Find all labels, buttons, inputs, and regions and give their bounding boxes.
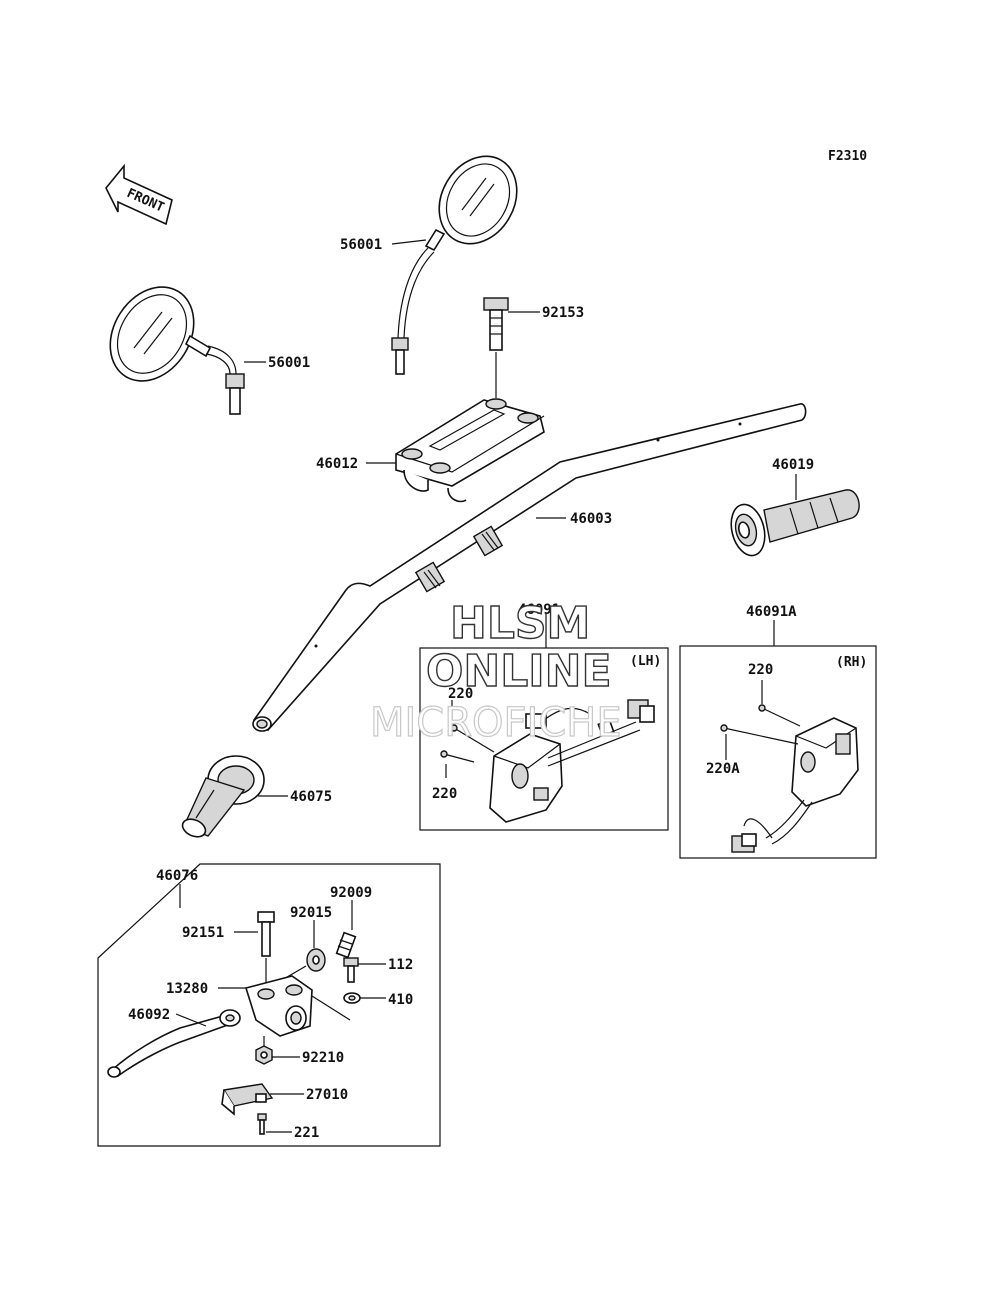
front-arrow-icon: FRONT — [105, 163, 173, 226]
label-washer-410: 410 — [388, 992, 413, 1008]
handlebar-46003 — [252, 403, 807, 732]
switch-27010 — [221, 1083, 274, 1116]
label-switch-lh: 46091 — [518, 602, 560, 618]
label-grip-46075: 46075 — [290, 789, 332, 805]
holder-13280 — [244, 975, 313, 1037]
label-switch-27010: 27010 — [306, 1087, 348, 1103]
grip-46075 — [181, 755, 265, 838]
label-lh-screw-b: 220 — [432, 786, 457, 802]
lh-screws — [440, 700, 495, 778]
mirror-left — [109, 286, 245, 415]
watermark-line2: ONLINE — [426, 646, 612, 697]
label-handlebar-46003: 46003 — [570, 511, 612, 527]
label-holder-13280: 13280 — [166, 981, 208, 997]
label-bolt-92153: 92153 — [542, 305, 584, 321]
label-rh-tag: (RH) — [836, 655, 867, 670]
lever-assy-box — [97, 863, 441, 1147]
label-bolt-112: 112 — [388, 957, 413, 973]
switch-lh — [489, 699, 655, 823]
label-switch-rh: 46091A — [746, 604, 797, 620]
label-part-92015: 92015 — [290, 905, 332, 921]
watermark-line1: HLSM — [450, 598, 590, 649]
watermark: HLSM ONLINE MICROFICHE — [369, 597, 622, 746]
label-rh-screw-b: 220A — [706, 761, 740, 777]
mirror-top — [391, 155, 518, 375]
label-holder-46012: 46012 — [316, 456, 358, 472]
label-lever-assy-46076: 46076 — [156, 868, 198, 884]
grip-46019 — [730, 489, 860, 557]
part-92015 — [306, 948, 326, 972]
part-92009 — [335, 931, 357, 959]
bolt-92151 — [257, 911, 275, 957]
screw-221 — [257, 1113, 267, 1135]
figure-code: F2310 — [828, 149, 867, 164]
label-nut-92210: 92210 — [302, 1050, 344, 1066]
rh-switch-box — [679, 645, 877, 859]
rh-screws — [720, 680, 801, 760]
label-lh-tag: (LH) — [630, 654, 661, 669]
label-mirror-left: 56001 — [268, 355, 310, 371]
label-lever-46092: 46092 — [128, 1007, 170, 1023]
watermark-line3: MICROFICHE — [370, 700, 622, 746]
lh-switch-box — [419, 647, 669, 831]
label-rh-screw-a: 220 — [748, 662, 773, 678]
label-lh-screw-a: 220 — [448, 686, 473, 702]
lever-46092 — [107, 1009, 241, 1078]
label-part-92009: 92009 — [330, 885, 372, 901]
label-mirror-top: 56001 — [340, 237, 382, 253]
switch-rh — [731, 717, 859, 853]
label-bolt-92151: 92151 — [182, 925, 224, 941]
label-grip-46019: 46019 — [772, 457, 814, 473]
handlebar-holder-46012 — [395, 398, 545, 503]
bolt-92153 — [483, 297, 509, 351]
label-screw-221: 221 — [294, 1125, 319, 1141]
bolt-112 — [343, 957, 359, 983]
nut-92210 — [255, 1045, 273, 1065]
